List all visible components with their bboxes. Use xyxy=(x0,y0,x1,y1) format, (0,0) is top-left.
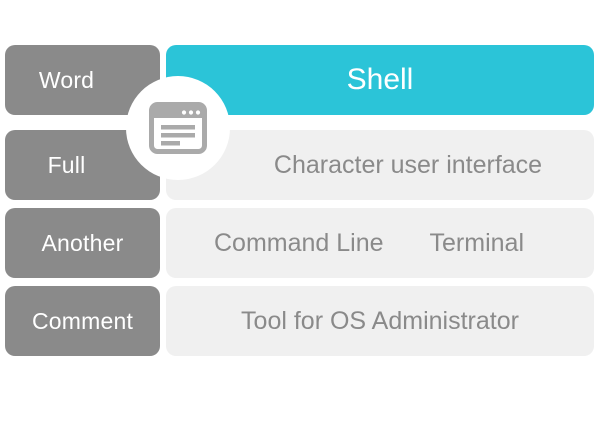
row-label-chip-another[interactable]: Another xyxy=(5,208,160,278)
row-content-panel-full[interactable]: Character user interface xyxy=(166,130,594,200)
row-value-text: Tool for OS Administrator xyxy=(241,306,519,335)
icon-badge xyxy=(126,76,230,180)
row-content-panel-comment[interactable]: Tool for OS Administrator xyxy=(166,286,594,356)
table-row: Word Shell xyxy=(0,45,600,115)
table-row: Another Command Line Terminal xyxy=(0,208,600,278)
table-row: Full Character user interface xyxy=(0,130,600,200)
row-content-panel-another[interactable]: Command Line Terminal xyxy=(166,208,594,278)
row-label-text: Another xyxy=(41,229,124,256)
row-value-text-terminal: Terminal xyxy=(429,228,525,257)
terminal-window-icon xyxy=(149,102,207,154)
table-row: Comment Tool for OS Administrator xyxy=(0,286,600,356)
row-label-chip-comment[interactable]: Comment xyxy=(5,286,160,356)
row-content-panel-word[interactable]: Shell xyxy=(166,45,594,115)
row-label-chip-word[interactable]: Word xyxy=(5,45,160,115)
row-label-text: Word xyxy=(38,66,95,93)
row-label-text: Full xyxy=(47,151,86,178)
row-label-text: Comment xyxy=(31,307,134,334)
row-value-text: Shell xyxy=(346,63,414,96)
row-value-text-command-line: Command Line xyxy=(214,228,384,257)
row-value-text: Character user interface xyxy=(273,150,543,179)
